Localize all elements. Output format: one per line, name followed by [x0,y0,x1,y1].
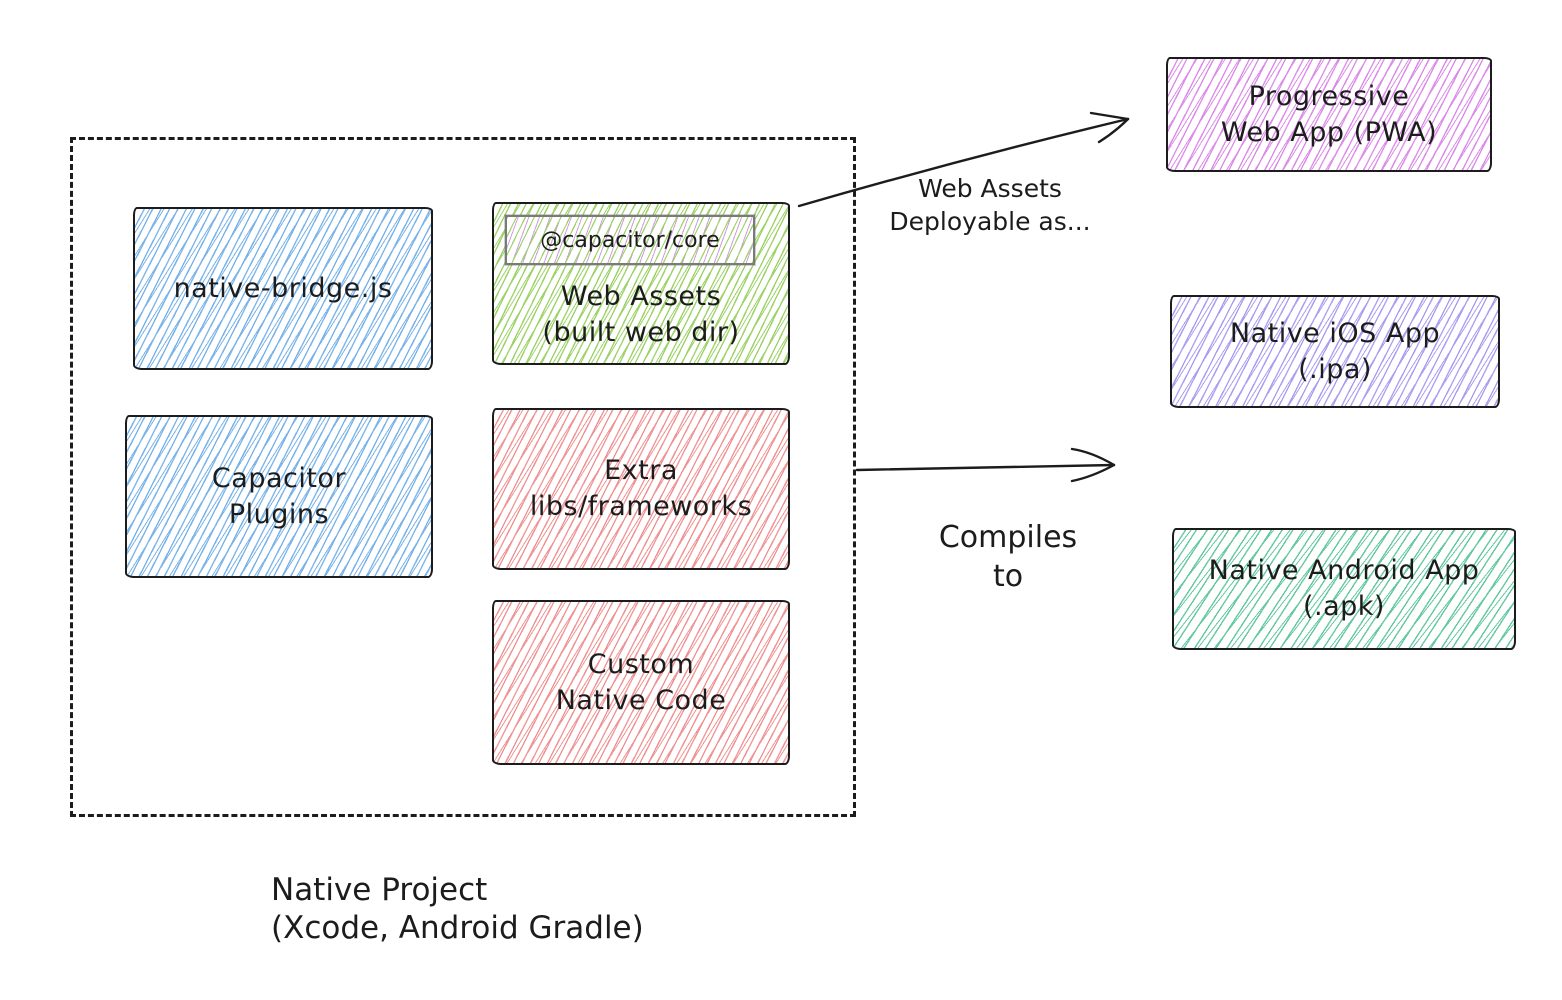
capacitor-plugins-label-line1: Capacitor [211,462,347,494]
extra-libs-label-line1: Extra [604,455,678,486]
deploy-arrow-label-line2: Deployable as... [889,207,1091,236]
native-project-caption: Native Project (Xcode, Android Gradle) [271,871,644,947]
compile-arrow-label: Compiles to [898,518,1118,596]
extra-libs-label-line2: libs/frameworks [529,491,753,522]
web-assets-label-line2: (built web dir) [542,317,740,348]
native-android-label-line2: (.apk) [1303,591,1385,622]
native-ios-label-line2: (.ipa) [1298,353,1372,385]
compile-arrow [855,447,1116,483]
web-assets-label: Web Assets (built web dir) [494,266,788,364]
native-bridge-box: native-bridge.js [133,207,433,370]
compile-arrow-label-line1: Compiles [938,520,1078,555]
extra-libs-box: Extra libs/frameworks [492,408,790,570]
deploy-arrow-label: Web Assets Deployable as... [855,172,1125,238]
custom-native-code-label-line2: Native Code [555,684,727,716]
compile-arrow-label-line2: to [992,559,1024,594]
native-ios-box: Native iOS App (.ipa) [1170,295,1500,408]
capacitor-core-label: @capacitor/core [540,227,720,253]
capacitor-plugins-label-line2: Plugins [228,498,330,530]
custom-native-code-label-line1: Custom [587,648,695,680]
native-project-caption-line2: (Xcode, Android Gradle) [271,910,644,946]
capacitor-plugins-box: Capacitor Plugins [125,415,433,578]
web-assets-box: @capacitor/core Web Assets (built web di… [492,202,790,365]
native-bridge-label: native-bridge.js [173,272,393,304]
native-project-dashed-container [70,137,856,817]
pwa-label-line2: Web App (PWA) [1220,116,1438,148]
native-android-box: Native Android App (.apk) [1172,528,1516,650]
pwa-box: Progressive Web App (PWA) [1166,57,1492,172]
native-android-label-line1: Native Android App [1208,555,1480,586]
custom-native-code-box: Custom Native Code [492,600,790,765]
web-assets-label-line1: Web Assets [560,281,722,312]
capacitor-core-badge: @capacitor/core [505,215,755,265]
native-project-caption-line1: Native Project [271,872,488,908]
pwa-label-line1: Progressive [1248,80,1410,112]
native-ios-label-line1: Native iOS App [1229,317,1441,349]
deploy-arrow-label-line1: Web Assets [918,174,1062,203]
